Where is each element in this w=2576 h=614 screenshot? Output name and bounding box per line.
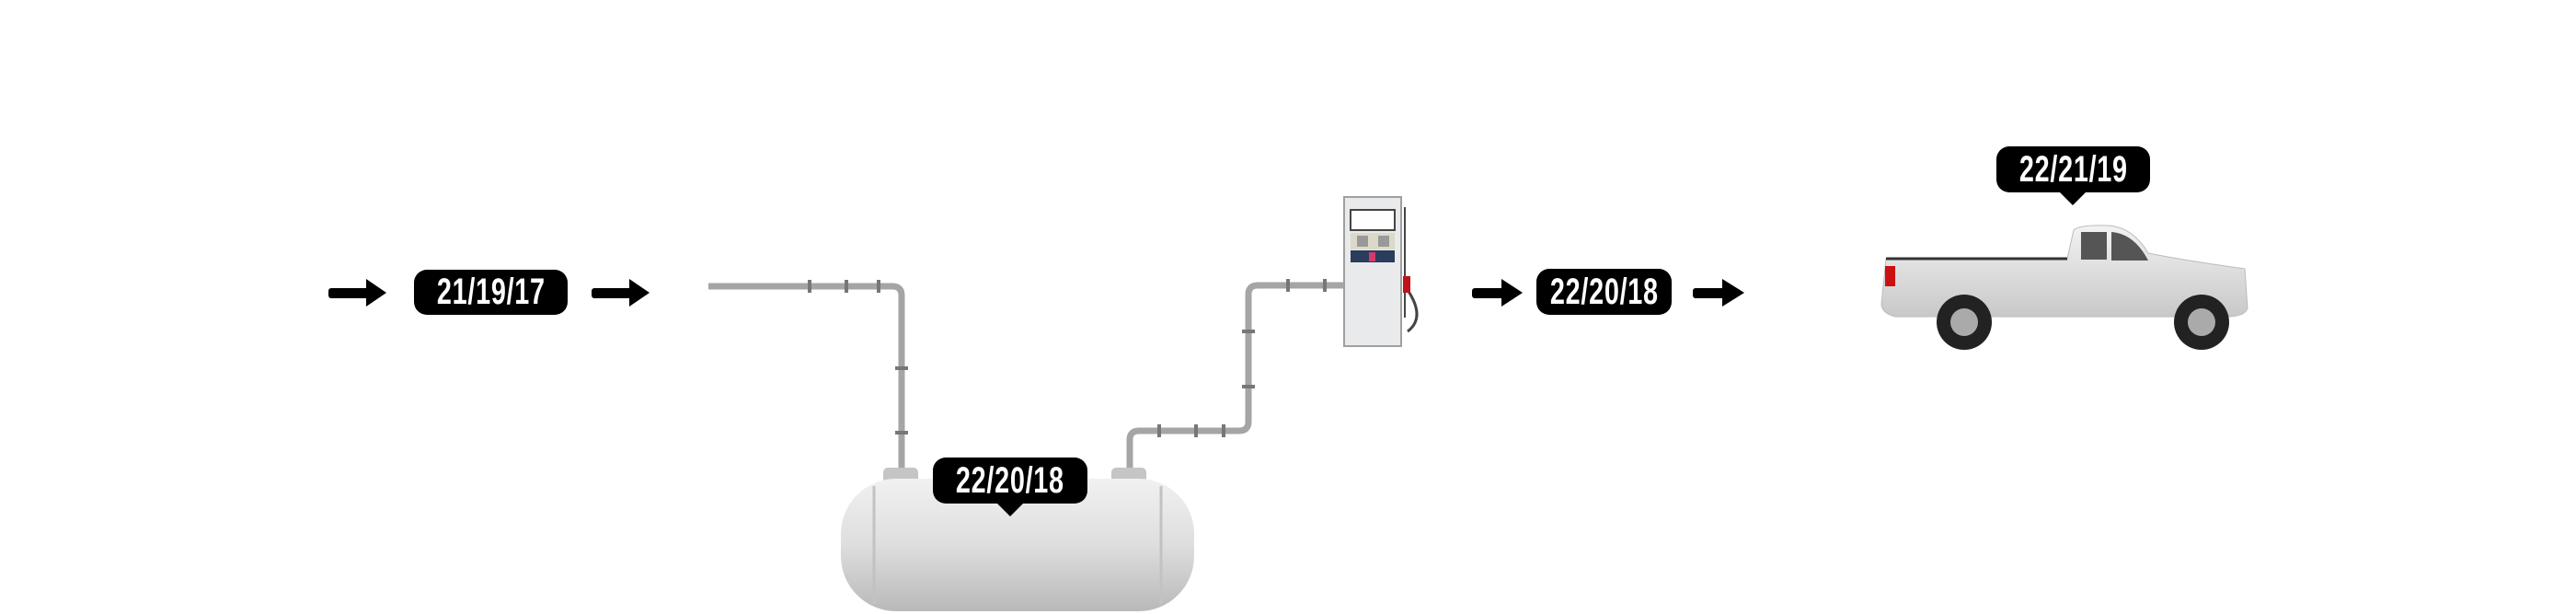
- arrow-right-icon: [1693, 279, 1744, 307]
- source-reading: 21/19/17: [436, 272, 546, 312]
- vehicle-reading: 22/21/19: [2018, 148, 2128, 190]
- arrow-right-icon: [592, 279, 650, 307]
- fuel-pump: [1343, 196, 1419, 347]
- tank-label-pointer: [996, 503, 1024, 516]
- outlet-pipe: [1126, 279, 1351, 474]
- arrow-right-icon: [1472, 279, 1523, 307]
- vehicle-reading-label: 22/21/19: [1996, 146, 2150, 192]
- tank-reading-label: 22/20/18: [933, 458, 1087, 504]
- vehicle-label-pointer: [2059, 191, 2087, 205]
- pickup-truck: [1880, 225, 2248, 350]
- arrow-right-icon: [328, 279, 386, 307]
- inlet-pipe: [708, 280, 908, 474]
- tank-reading: 22/20/18: [956, 459, 1064, 501]
- pump-output-reading: 22/20/18: [1549, 271, 1659, 312]
- storage-tank: [841, 468, 1194, 611]
- source-reading-label: 21/19/17: [414, 270, 568, 315]
- pump-output-reading-label: 22/20/18: [1536, 269, 1672, 315]
